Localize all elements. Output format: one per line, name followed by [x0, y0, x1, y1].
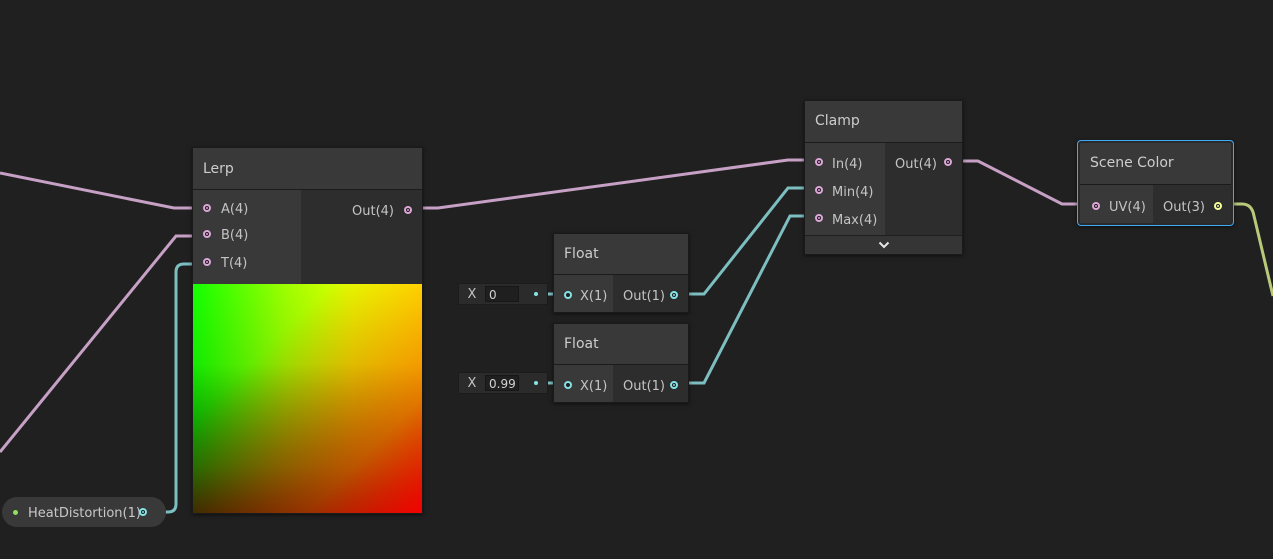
field-label: X [467, 375, 477, 391]
wire-float2-to-clamp-max[interactable] [680, 214, 806, 385]
wire-into-lerp-a[interactable] [0, 171, 193, 210]
float1-value-input[interactable]: 0 [485, 286, 519, 302]
port-dot[interactable] [1214, 202, 1222, 210]
port-label: Out(1) [623, 379, 665, 394]
property-type-icon [13, 510, 18, 515]
node-title: Scene Color [1080, 143, 1231, 185]
wire-lerp-to-clamp-in[interactable] [414, 158, 806, 210]
port-dot[interactable] [564, 381, 572, 389]
lerp-input-b[interactable]: B(4) [193, 217, 301, 245]
port-label: UV(4) [1109, 200, 1146, 215]
clamp-node[interactable]: Clamp In(4) Min(4) Max(4) Out(4) [804, 100, 963, 255]
port-label: Min(4) [832, 185, 874, 200]
clamp-input-in[interactable]: In(4) [805, 143, 885, 175]
node-title: Float [554, 234, 688, 275]
port-label: Max(4) [832, 213, 878, 228]
port-label: Out(4) [895, 157, 937, 172]
port-dot[interactable] [1092, 202, 1100, 210]
port-dot[interactable] [564, 291, 572, 299]
port-dot[interactable] [944, 158, 952, 166]
wire-clamp-to-scenecolor[interactable] [952, 159, 1090, 206]
port-label: X(1) [580, 289, 608, 304]
float1-inline-field[interactable]: X 0 [458, 283, 548, 305]
float1-inline-port [534, 292, 538, 296]
lerp-input-t[interactable]: T(4) [193, 245, 301, 273]
node-title: Lerp [193, 148, 422, 190]
float1-output[interactable]: Out(1) [613, 275, 688, 312]
scene-color-input-uv[interactable]: UV(4) [1080, 185, 1153, 223]
clamp-expand-button[interactable] [805, 235, 962, 254]
chevron-down-icon [878, 241, 889, 249]
scene-color-node[interactable]: Scene Color UV(4) Out(3) [1077, 140, 1234, 226]
clamp-output[interactable]: Out(4) [885, 143, 962, 175]
clamp-input-max[interactable]: Max(4) [805, 203, 885, 231]
float2-output[interactable]: Out(1) [613, 365, 688, 402]
port-label: A(4) [221, 202, 249, 217]
port-dot[interactable] [670, 381, 678, 389]
field-label: X [467, 286, 477, 302]
port-dot[interactable] [203, 204, 211, 212]
port-label: In(4) [832, 157, 863, 172]
float-node-2[interactable]: Float X(1) Out(1) [553, 323, 689, 403]
port-label: T(4) [221, 256, 248, 271]
port-dot[interactable] [815, 186, 823, 194]
lerp-output[interactable]: Out(4) [301, 190, 422, 230]
float-node-1[interactable]: Float X(1) Out(1) [553, 233, 689, 313]
port-label: Out(4) [352, 204, 394, 219]
lerp-input-a[interactable]: A(4) [193, 190, 301, 217]
float1-input-x[interactable]: X(1) [554, 275, 613, 312]
port-dot[interactable] [203, 230, 211, 238]
lerp-preview-image [193, 284, 422, 513]
float2-input-x[interactable]: X(1) [554, 365, 613, 402]
property-label: HeatDistortion(1) [28, 506, 141, 521]
float2-value-input[interactable]: 0.99 [485, 375, 519, 391]
port-dot[interactable] [203, 258, 211, 266]
port-dot[interactable] [139, 508, 147, 516]
port-dot[interactable] [815, 214, 823, 222]
port-label: Out(1) [623, 289, 665, 304]
clamp-input-min[interactable]: Min(4) [805, 175, 885, 203]
wire-float1-to-clamp-min[interactable] [680, 186, 806, 296]
wire-scenecolor-out[interactable] [1222, 202, 1273, 297]
node-title: Float [554, 324, 688, 365]
port-dot[interactable] [404, 206, 412, 214]
float2-inline-port [534, 381, 538, 385]
node-title: Clamp [805, 101, 962, 143]
float2-inline-field[interactable]: X 0.99 [458, 372, 548, 394]
port-label: X(1) [580, 379, 608, 394]
port-label: Out(3) [1163, 200, 1205, 215]
port-label: B(4) [221, 228, 249, 243]
heat-distortion-property[interactable]: HeatDistortion(1) [2, 497, 166, 527]
scene-color-output[interactable]: Out(3) [1153, 185, 1231, 223]
port-dot[interactable] [815, 158, 823, 166]
port-dot[interactable] [670, 291, 678, 299]
wire-heatdistortion-to-lerp-t[interactable] [150, 262, 193, 514]
wire-into-lerp-b[interactable] [0, 234, 193, 453]
